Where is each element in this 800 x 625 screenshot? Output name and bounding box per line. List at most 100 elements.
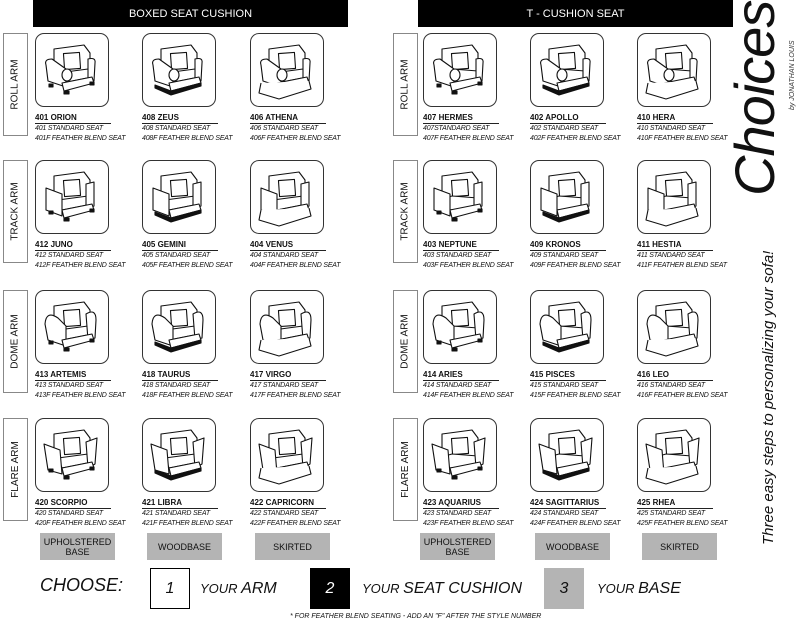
chair-style-card[interactable]: 407 HERMES 407STANDARD SEAT 407F FEATHER… bbox=[423, 33, 528, 144]
chair-style-card[interactable]: 418 TAURUS 418 STANDARD SEAT 418F FEATHE… bbox=[142, 290, 247, 401]
chair-style-card[interactable]: 413 ARTEMIS 413 STANDARD SEAT 413F FEATH… bbox=[35, 290, 140, 401]
feather-blend-code: 404F FEATHER BLEND SEAT bbox=[250, 262, 341, 269]
standard-seat-code: 410 STANDARD SEAT bbox=[637, 125, 705, 132]
step-2-prefix: YOUR bbox=[362, 581, 404, 596]
standard-seat-code: 421 STANDARD SEAT bbox=[142, 510, 210, 517]
chair-style-card[interactable]: 403 NEPTUNE 403 STANDARD SEAT 403F FEATH… bbox=[423, 160, 528, 271]
feather-blend-code: 406F FEATHER BLEND SEAT bbox=[250, 135, 341, 142]
chair-style-card[interactable]: 404 VENUS 404 STANDARD SEAT 404F FEATHER… bbox=[250, 160, 355, 271]
base-option-button[interactable]: WOODBASE bbox=[147, 533, 222, 560]
standard-seat-code: 401 STANDARD SEAT bbox=[35, 125, 103, 132]
armchair-icon bbox=[142, 418, 216, 492]
chair-style-card[interactable]: 402 APOLLO 402 STANDARD SEAT 402F FEATHE… bbox=[530, 33, 635, 144]
base-option-button[interactable]: SKIRTED bbox=[255, 533, 330, 560]
chair-style-card[interactable]: 415 PISCES 415 STANDARD SEAT 415F FEATHE… bbox=[530, 290, 635, 401]
standard-seat-code: 407STANDARD SEAT bbox=[423, 125, 490, 132]
feather-blend-code: 410F FEATHER BLEND SEAT bbox=[637, 135, 728, 142]
standard-seat-code: 405 STANDARD SEAT bbox=[142, 252, 210, 259]
chair-style-card[interactable]: 423 AQUARIUS 423 STANDARD SEAT 423F FEAT… bbox=[423, 418, 528, 529]
section-header: T - CUSHION SEAT bbox=[418, 0, 733, 27]
armchair-icon bbox=[530, 290, 604, 364]
feather-blend-code: 405F FEATHER BLEND SEAT bbox=[142, 262, 233, 269]
feather-blend-code: 422F FEATHER BLEND SEAT bbox=[250, 520, 341, 527]
arm-type-label: DOME ARM bbox=[393, 290, 418, 393]
step-3-word: BASE bbox=[638, 580, 681, 597]
arm-type-label: ROLL ARM bbox=[393, 33, 418, 136]
chair-style-card[interactable]: 414 ARIES 414 STANDARD SEAT 414F FEATHER… bbox=[423, 290, 528, 401]
armchair-icon bbox=[250, 418, 324, 492]
style-name: 410 HERA bbox=[637, 113, 713, 124]
arm-type-text: ROLL ARM bbox=[400, 59, 412, 110]
armchair-icon bbox=[250, 290, 324, 364]
tagline: Three easy steps to personalizing your s… bbox=[760, 250, 777, 545]
base-option-button[interactable]: SKIRTED bbox=[642, 533, 717, 560]
style-name: 416 LEO bbox=[637, 370, 713, 381]
chair-style-card[interactable]: 420 SCORPIO 420 STANDARD SEAT 420F FEATH… bbox=[35, 418, 140, 529]
arm-type-text: ROLL ARM bbox=[10, 59, 22, 110]
standard-seat-code: 414 STANDARD SEAT bbox=[423, 382, 491, 389]
style-name: 424 SAGITTARIUS bbox=[530, 498, 606, 509]
armchair-icon bbox=[637, 33, 711, 107]
armchair-icon bbox=[530, 33, 604, 107]
standard-seat-code: 416 STANDARD SEAT bbox=[637, 382, 705, 389]
armchair-icon bbox=[35, 160, 109, 234]
standard-seat-code: 413 STANDARD SEAT bbox=[35, 382, 103, 389]
step-2-box: 2 bbox=[310, 568, 350, 609]
standard-seat-code: 417 STANDARD SEAT bbox=[250, 382, 318, 389]
standard-seat-code: 423 STANDARD SEAT bbox=[423, 510, 491, 517]
choose-label: CHOOSE: bbox=[40, 575, 124, 595]
chair-style-card[interactable]: 405 GEMINI 405 STANDARD SEAT 405F FEATHE… bbox=[142, 160, 247, 271]
style-name: 415 PISCES bbox=[530, 370, 606, 381]
base-option-button[interactable]: UPHOLSTERED BASE bbox=[420, 533, 495, 560]
chair-style-card[interactable]: 401 ORION 401 STANDARD SEAT 401F FEATHER… bbox=[35, 33, 140, 144]
arm-type-text: TRACK ARM bbox=[10, 182, 21, 241]
standard-seat-code: 402 STANDARD SEAT bbox=[530, 125, 598, 132]
chair-style-card[interactable]: 422 CAPRICORN 422 STANDARD SEAT 422F FEA… bbox=[250, 418, 355, 529]
chair-style-card[interactable]: 425 RHEA 425 STANDARD SEAT 425F FEATHER … bbox=[637, 418, 742, 529]
armchair-icon bbox=[35, 290, 109, 364]
base-option-button[interactable]: UPHOLSTERED BASE bbox=[40, 533, 115, 560]
arm-type-label: FLARE ARM bbox=[393, 418, 418, 521]
chair-style-card[interactable]: 412 JUNO 412 STANDARD SEAT 412F FEATHER … bbox=[35, 160, 140, 271]
arm-type-text: FLARE ARM bbox=[400, 441, 411, 498]
feather-blend-code: 413F FEATHER BLEND SEAT bbox=[35, 392, 126, 399]
feather-blend-code: 411F FEATHER BLEND SEAT bbox=[637, 262, 727, 269]
standard-seat-code: 420 STANDARD SEAT bbox=[35, 510, 103, 517]
style-name: 423 AQUARIUS bbox=[423, 498, 499, 509]
chair-style-card[interactable]: 411 HESTIA 411 STANDARD SEAT 411F FEATHE… bbox=[637, 160, 742, 271]
chair-style-card[interactable]: 410 HERA 410 STANDARD SEAT 410F FEATHER … bbox=[637, 33, 742, 144]
style-name: 403 NEPTUNE bbox=[423, 240, 499, 251]
style-name: 417 VIRGO bbox=[250, 370, 326, 381]
chair-style-card[interactable]: 408 ZEUS 408 STANDARD SEAT 408F FEATHER … bbox=[142, 33, 247, 144]
section-header: BOXED SEAT CUSHION bbox=[33, 0, 348, 27]
chair-style-card[interactable]: 406 ATHENA 406 STANDARD SEAT 406F FEATHE… bbox=[250, 33, 355, 144]
style-name: 402 APOLLO bbox=[530, 113, 606, 124]
armchair-icon bbox=[423, 290, 497, 364]
base-option-button[interactable]: WOODBASE bbox=[535, 533, 610, 560]
chair-style-card[interactable]: 416 LEO 416 STANDARD SEAT 416F FEATHER B… bbox=[637, 290, 742, 401]
feather-blend-code: 403F FEATHER BLEND SEAT bbox=[423, 262, 514, 269]
armchair-icon bbox=[530, 418, 604, 492]
step-1-prefix: YOUR bbox=[200, 581, 242, 596]
standard-seat-code: 408 STANDARD SEAT bbox=[142, 125, 210, 132]
step-1-box: 1 bbox=[150, 568, 190, 609]
arm-type-label: TRACK ARM bbox=[3, 160, 28, 263]
standard-seat-code: 412 STANDARD SEAT bbox=[35, 252, 103, 259]
chair-style-card[interactable]: 409 KRONOS 409 STANDARD SEAT 409F FEATHE… bbox=[530, 160, 635, 271]
armchair-icon bbox=[250, 160, 324, 234]
armchair-icon bbox=[35, 33, 109, 107]
standard-seat-code: 403 STANDARD SEAT bbox=[423, 252, 491, 259]
feather-blend-code: 423F FEATHER BLEND SEAT bbox=[423, 520, 514, 527]
step-2-word: SEAT CUSHION bbox=[403, 580, 522, 597]
footnote: * FOR FEATHER BLEND SEATING - ADD AN "F"… bbox=[290, 613, 542, 620]
armchair-icon bbox=[637, 160, 711, 234]
style-name: 422 CAPRICORN bbox=[250, 498, 326, 509]
step-3-box: 3 bbox=[544, 568, 584, 609]
armchair-icon bbox=[142, 160, 216, 234]
step-3-prefix: YOUR bbox=[597, 581, 639, 596]
feather-blend-code: 421F FEATHER BLEND SEAT bbox=[142, 520, 233, 527]
chair-style-card[interactable]: 424 SAGITTARIUS 424 STANDARD SEAT 424F F… bbox=[530, 418, 635, 529]
chair-style-card[interactable]: 417 VIRGO 417 STANDARD SEAT 417F FEATHER… bbox=[250, 290, 355, 401]
chair-style-card[interactable]: 421 LIBRA 421 STANDARD SEAT 421F FEATHER… bbox=[142, 418, 247, 529]
step-1-text: YOUR ARM bbox=[200, 580, 277, 598]
